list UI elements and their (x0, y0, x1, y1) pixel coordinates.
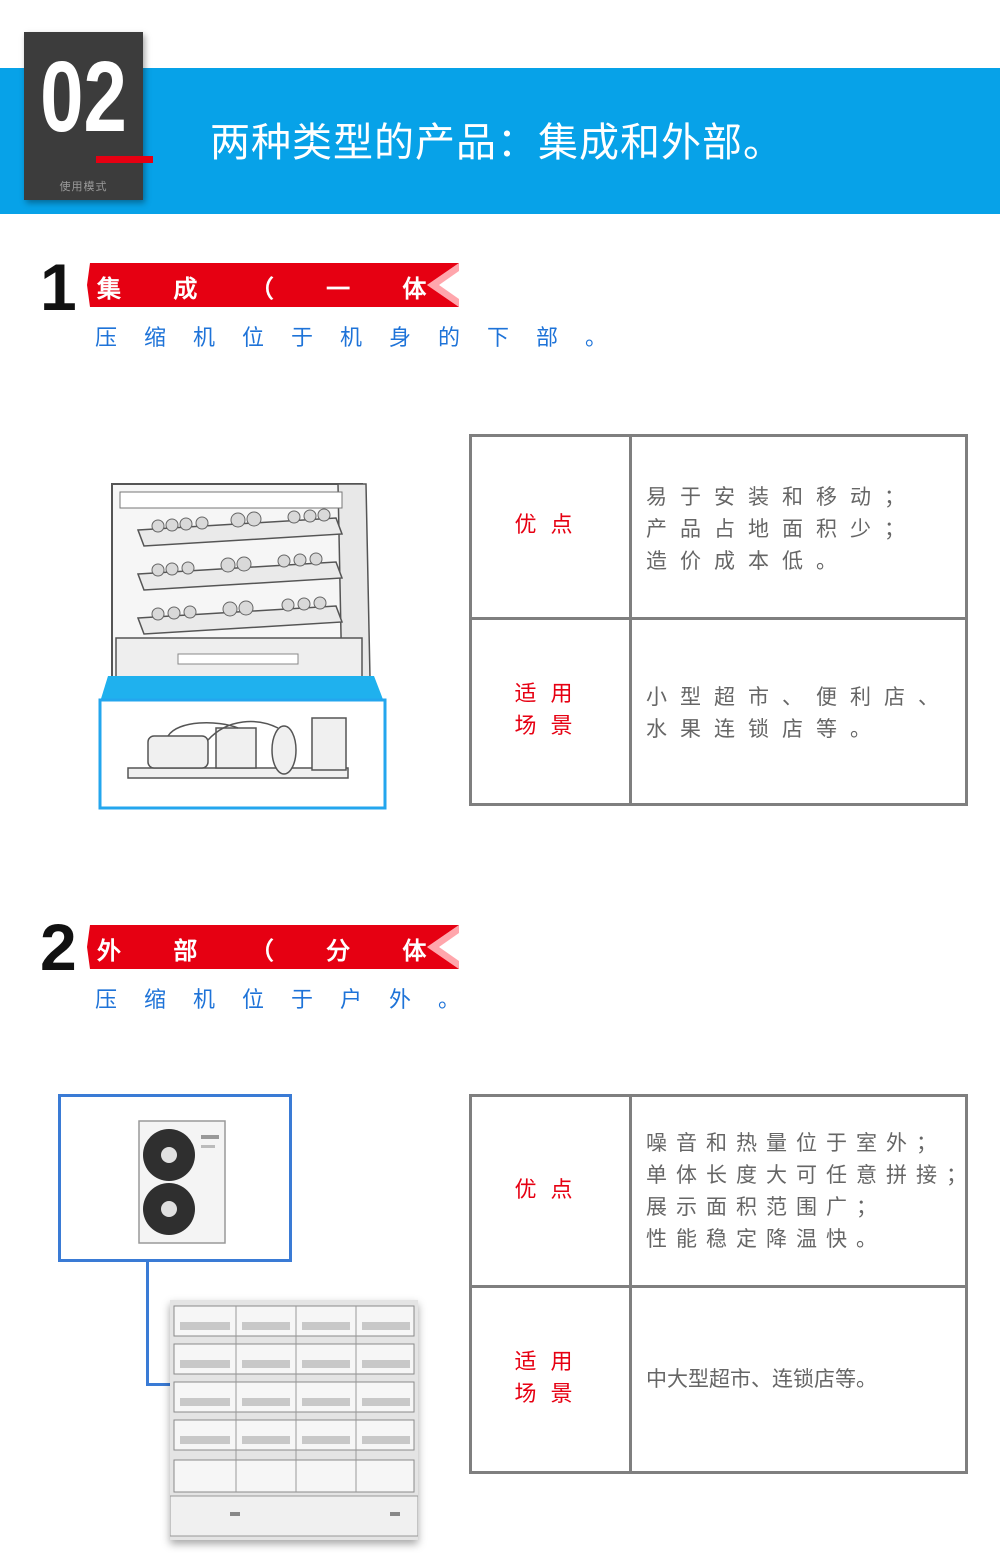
section-1-ribbon-label: 集 成 （ 一 体 机 ） (97, 275, 602, 303)
multideck-cabinet-icon (169, 1300, 419, 1540)
advantages-label: 优点 (514, 513, 587, 538)
section-2-ribbon-label: 外 部 （ 分 体 机 ） (97, 937, 602, 965)
scenes-label-line-2: 场景 (514, 714, 587, 739)
header-band (0, 68, 1000, 214)
section-2-number: 2 (40, 910, 77, 984)
advantages-text: 噪音和热量位于室外； 单体长度大可任意拼接； 展示面积范围广； 性能稳定降温快。 (646, 1131, 976, 1251)
section-2-subtitle: 压缩机位于户外。 (95, 988, 488, 1013)
section-2-ribbon: 外 部 （ 分 体 机 ） (87, 925, 579, 969)
table-divider (472, 1285, 965, 1288)
ribbon-shape (87, 925, 459, 969)
scenes-label-line-2: 场景 (514, 1382, 587, 1407)
table-divider (629, 437, 632, 803)
section-1-ribbon: 集 成 （ 一 体 机 ） (87, 263, 579, 307)
badge-subtitle: 使用模式 (59, 180, 108, 193)
badge-number: 02 (40, 41, 127, 153)
integrated-cabinet-illustration (98, 478, 388, 810)
scenes-label-line-1: 适用 (514, 682, 587, 707)
outdoor-condenser-icon (138, 1120, 226, 1244)
ribbon-shape (87, 263, 459, 307)
advantages-label: 优点 (514, 1178, 587, 1203)
table-divider (629, 1097, 632, 1471)
scenes-label-line-1: 适用 (514, 1350, 587, 1375)
outdoor-unit-frame (58, 1094, 292, 1262)
scenes-text: 小型超市、便利店、 水果连锁店等。 (646, 685, 952, 741)
section-badge: 02 使用模式 (24, 32, 153, 200)
connector-line (146, 1262, 149, 1386)
scenes-text: 中大型超市、连锁店等。 (646, 1367, 877, 1391)
advantages-text: 易于安装和移动； 产品占地面积少； 造价成本低。 (646, 485, 918, 573)
display-cabinet-icon (98, 483, 387, 810)
page-title: 两种类型的产品：集成和外部。 (210, 120, 784, 166)
section-1-number: 1 (40, 250, 77, 324)
section-1-subtitle: 压缩机位于机身的下部。 (95, 326, 635, 351)
table-divider (472, 617, 965, 620)
badge-accent-bar (96, 156, 153, 163)
split-cabinet-photo (169, 1300, 419, 1540)
section-1-table: 优点 易于安装和移动； 产品占地面积少； 造价成本低。 适用 场景 小型超市、便… (469, 434, 968, 806)
section-2-table: 优点 噪音和热量位于室外； 单体长度大可任意拼接； 展示面积范围广； 性能稳定降… (469, 1094, 968, 1474)
connector-line (146, 1383, 176, 1386)
